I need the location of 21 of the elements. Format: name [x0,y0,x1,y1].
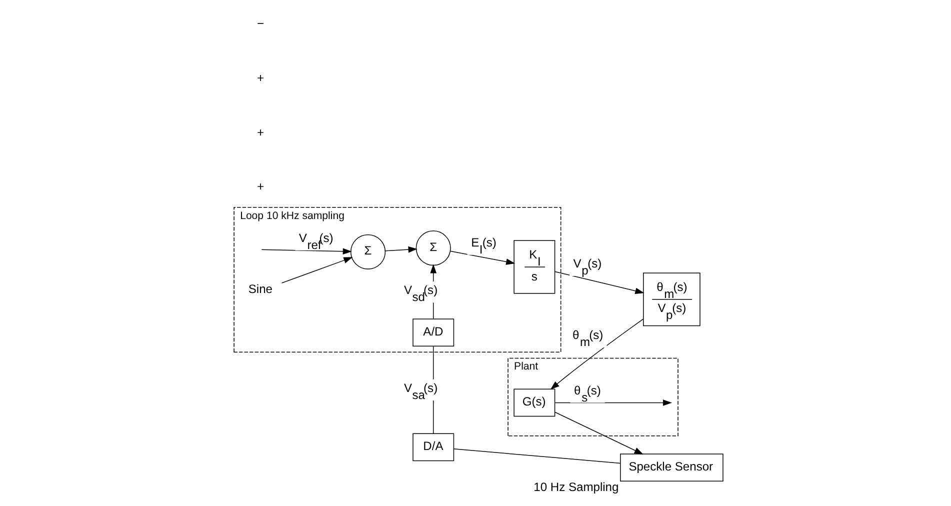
arrow [554,412,644,454]
node-text: Sine [248,282,273,296]
label: + [257,125,264,140]
node-box: A/D [412,318,454,347]
label: + [257,180,264,194]
node-box: G(s) [514,388,556,417]
arrow [554,400,672,406]
label: − [257,16,264,31]
node-circle: Σ [416,230,451,266]
node-box: Speckle Sensor [620,454,724,482]
arrow [281,257,353,284]
arrow [550,318,644,390]
label: + [257,71,264,86]
arrow [384,246,418,253]
arrow [554,271,644,294]
node-label: 10 Hz Sampling [534,480,619,494]
node-circle: Σ [350,234,386,270]
node-box: D/A [412,433,454,462]
arrow [261,248,352,255]
arrow [450,250,516,265]
connector [454,448,621,464]
